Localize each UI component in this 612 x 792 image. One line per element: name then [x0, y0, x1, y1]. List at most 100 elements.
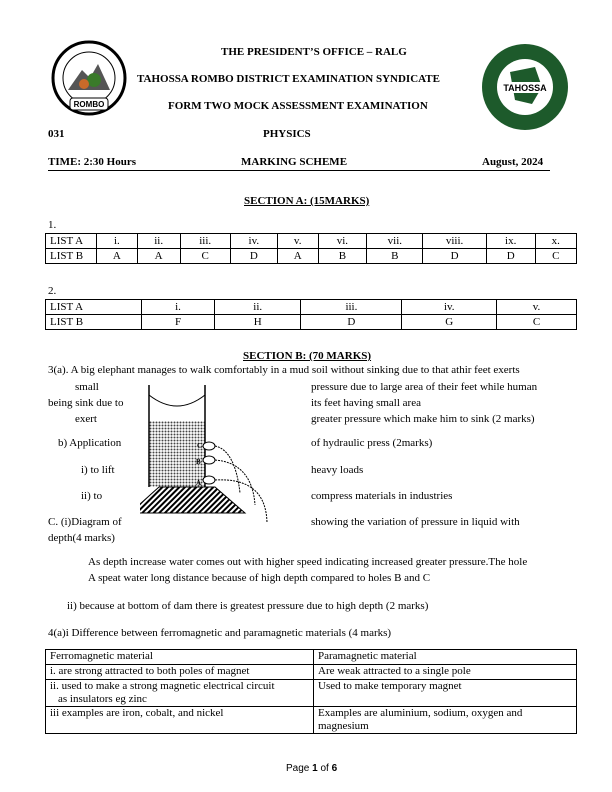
table-cell: iii. [179, 233, 231, 249]
pressure-depth-diagram: C B A [140, 385, 268, 524]
table-cell: viii. [422, 233, 487, 249]
table-cell: iv. [229, 233, 278, 249]
table-cell: Are weak attracted to a single pole [313, 664, 577, 680]
table-cell: i. are strong attracted to both poles of… [45, 664, 314, 680]
table-cell: x. [534, 233, 578, 249]
table-cell: ii. [136, 233, 181, 249]
q3a-text: pressure due to large area of their feet… [311, 381, 538, 393]
table-cell: D [229, 248, 278, 264]
q3a-text: greater pressure which make him to sink … [311, 413, 535, 425]
subject-name: PHYSICS [263, 128, 311, 140]
table-cell: C [496, 314, 577, 330]
page-total: 6 [331, 763, 338, 774]
table-cell: ix. [485, 233, 536, 249]
doc-type: MARKING SCHEME [241, 156, 348, 168]
q2-number: 2. [48, 285, 57, 297]
q3c-text: C. (i)Diagram of [48, 516, 122, 528]
table-cell: D [485, 248, 536, 264]
cell-text: as insulators eg zinc [58, 693, 147, 705]
q3a-text: exert [75, 413, 97, 425]
table-cell: Examples are aluminium, sodium, oxygen a… [313, 706, 577, 734]
q3c-explanation: As depth increase water comes out with h… [88, 556, 528, 568]
table-cell: G [401, 314, 498, 330]
q3a-text: its feet having small area [311, 397, 421, 409]
table-cell: iii examples are iron, cobalt, and nicke… [45, 706, 314, 734]
table-cell: Paramagnetic material [313, 649, 577, 665]
exam-date: August, 2024 [482, 156, 544, 168]
cell-text: Examples are aluminium, sodium, oxygen a… [318, 707, 523, 719]
hole-a-label: A [196, 479, 201, 487]
q3b-text: ii) to [81, 490, 103, 502]
hole-c-label: C [197, 442, 202, 450]
cell-text: ii. used to make a strong magnetic elect… [50, 680, 275, 692]
table-cell: iii. [300, 299, 403, 315]
table-cell: i. [96, 233, 138, 249]
svg-text:TAHOSSA: TAHOSSA [503, 83, 547, 93]
header-rule [48, 170, 550, 171]
q3c-explanation: A speat water long distance because of h… [88, 572, 431, 584]
footer-text: Page [286, 763, 310, 774]
table-cell: v. [496, 299, 577, 315]
q3b-text: heavy loads [311, 464, 364, 476]
q4-text: 4(a)i Difference between ferromagnetic a… [48, 627, 392, 639]
q3b-text: i) to lift [81, 464, 115, 476]
table-cell: LIST A [45, 299, 142, 315]
table-cell: D [300, 314, 403, 330]
table-cell: Ferromagnetic material [45, 649, 314, 665]
page-number: 1 [312, 763, 318, 774]
table-cell: ii. used to make a strong magnetic elect… [45, 679, 314, 707]
q3b-text: of hydraulic press (2marks) [311, 437, 433, 449]
footer-text: of [320, 763, 329, 774]
header-line3: FORM TWO MOCK ASSESSMENT EXAMINATION [168, 100, 428, 112]
table-cell: B [317, 248, 368, 264]
table-cell: ii. [214, 299, 302, 315]
table-cell: C [179, 248, 231, 264]
table-cell: D [422, 248, 487, 264]
table-cell: iv. [401, 299, 498, 315]
table-cell: C [534, 248, 578, 264]
q3a-text: being sink due to [48, 397, 124, 409]
header-line2: TAHOSSA ROMBO DISTRICT EXAMINATION SYNDI… [137, 73, 440, 85]
table-cell: vi. [317, 233, 368, 249]
header-line1: THE PRESIDENT’S OFFICE – RALG [221, 46, 407, 58]
table-cell: i. [140, 299, 216, 315]
q1-number: 1. [48, 219, 57, 231]
table-cell: v. [276, 233, 319, 249]
page-footer: Page 1 of 6 [286, 763, 337, 774]
hole-b-label: B [196, 458, 201, 466]
section-b-title: SECTION B: (70 MARKS) [243, 350, 372, 362]
table-cell: B [366, 248, 424, 264]
q3c-text: depth(4 marks) [48, 532, 115, 544]
table-cell: A [136, 248, 181, 264]
table-cell: LIST A [45, 233, 97, 249]
q3c-text: showing the variation of pressure in liq… [311, 516, 520, 528]
q3a-text: small [75, 381, 99, 393]
q3b-text: compress materials in industries [311, 490, 453, 502]
exam-time: TIME: 2:30 Hours [48, 156, 136, 168]
svg-text:ROMBO: ROMBO [74, 100, 105, 109]
rombo-district-logo: ROMBO [51, 40, 127, 116]
subject-code: 031 [48, 128, 65, 140]
tahossa-logo: TAHOSSA [482, 44, 568, 130]
cell-text: magnesium [318, 720, 369, 732]
table-cell: LIST B [45, 248, 97, 264]
q3a-text: 3(a). A big elephant manages to walk com… [48, 364, 520, 376]
table-cell: LIST B [45, 314, 142, 330]
table-cell: F [140, 314, 216, 330]
q3c-ii-text: ii) because at bottom of dam there is gr… [67, 600, 429, 612]
table-cell: A [276, 248, 319, 264]
section-a-title: SECTION A: (15MARKS) [244, 195, 370, 207]
table-cell: Used to make temporary magnet [313, 679, 577, 707]
table-cell: H [214, 314, 302, 330]
table-cell: A [96, 248, 138, 264]
q3b-text: b) Application [58, 437, 122, 449]
table-cell: vii. [366, 233, 424, 249]
